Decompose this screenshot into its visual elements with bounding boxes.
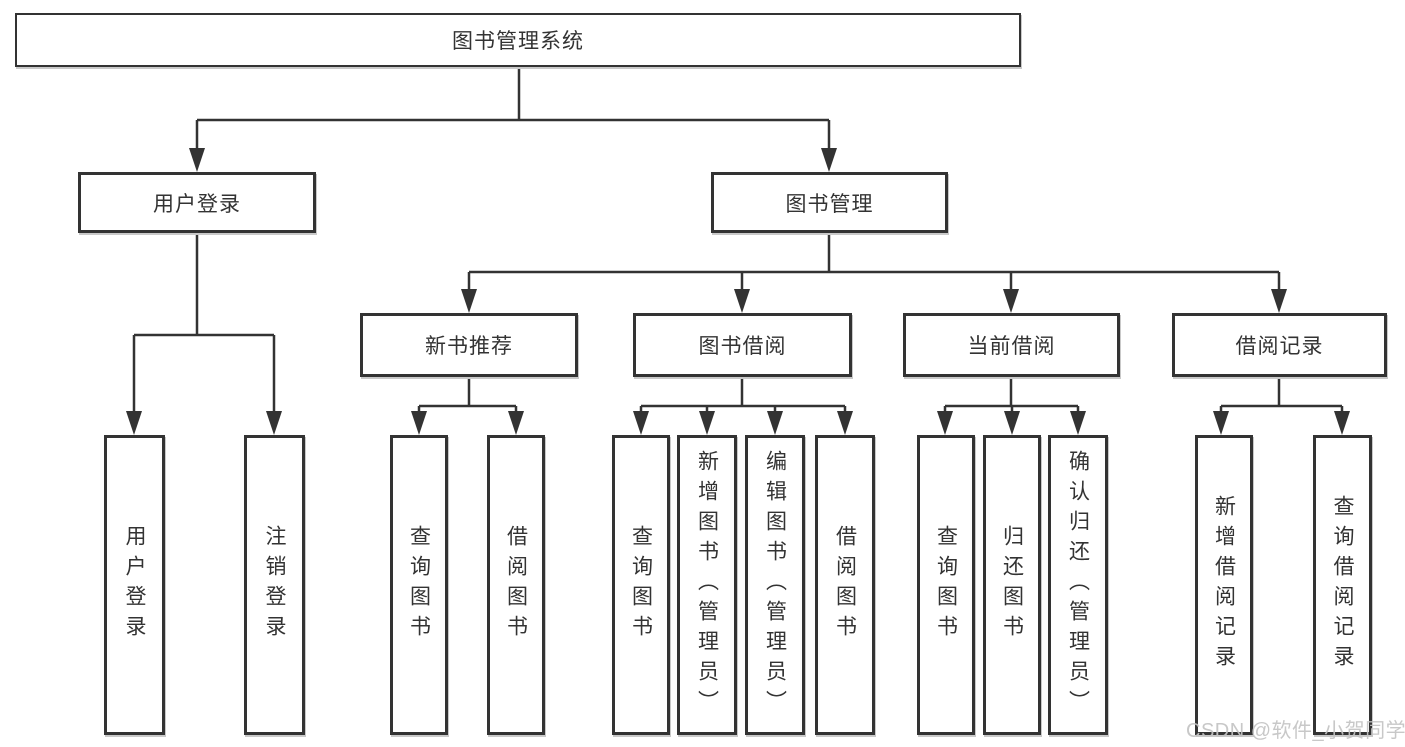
leaf-label: 新增借阅记录	[1212, 495, 1236, 675]
leaf-label: 确认归还（管理员）	[1066, 450, 1090, 720]
node-label: 新书推荐	[425, 335, 513, 358]
leaf-add-borrow-record: 新增借阅记录	[1195, 435, 1253, 735]
leaf-label: 查询图书	[934, 525, 958, 645]
node-current-borrow: 当前借阅	[903, 313, 1120, 377]
connector-borrow-records-children	[1213, 377, 1350, 435]
arrowhead-icon	[937, 411, 953, 435]
leaf-label: 借阅图书	[504, 525, 528, 645]
leaf-label: 归还图书	[1000, 525, 1024, 645]
node-label: 图书管理系统	[452, 30, 584, 53]
node-new-book-recommend: 新书推荐	[360, 313, 578, 377]
arrowhead-icon	[734, 289, 750, 313]
node-label: 图书借阅	[698, 335, 787, 358]
leaf-label: 用户登录	[123, 525, 146, 645]
leaf-label: 查询图书	[407, 525, 431, 645]
connector-current-borrow-children	[937, 377, 1086, 435]
node-user-login: 用户登录	[78, 172, 316, 233]
node-library-system: 图书管理系统	[15, 13, 1021, 67]
leaf-edit-book-admin: 编辑图书（管理员）	[745, 435, 805, 735]
leaf-label: 借阅图书	[833, 525, 857, 645]
arrowhead-icon	[189, 148, 205, 172]
arrowhead-icon	[1004, 411, 1020, 435]
node-label: 用户登录	[153, 192, 241, 216]
node-label: 图书管理	[785, 192, 874, 216]
connector-new-book-recommend-children	[411, 377, 524, 435]
leaf-user-login: 用户登录	[104, 435, 165, 735]
leaf-borrow-books: 借阅图书	[815, 435, 875, 735]
leaf-confirm-return-admin: 确认归还（管理员）	[1048, 435, 1108, 735]
arrowhead-icon	[126, 411, 142, 435]
arrowhead-icon	[508, 411, 524, 435]
leaf-add-book-admin: 新增图书（管理员）	[677, 435, 737, 735]
arrowhead-icon	[837, 411, 853, 435]
leaf-label: 新增图书（管理员）	[695, 450, 719, 720]
node-book-management: 图书管理	[711, 172, 948, 233]
leaf-query-books: 查询图书	[612, 435, 670, 735]
connector-book-management-children	[461, 233, 1287, 313]
watermark: CSDN @软件_小贺同学	[1186, 720, 1405, 742]
arrowhead-icon	[767, 411, 783, 435]
node-label: 借阅记录	[1235, 335, 1324, 358]
leaf-label: 查询图书	[629, 525, 653, 645]
arrowhead-icon	[1334, 411, 1350, 435]
leaf-logout: 注销登录	[244, 435, 305, 735]
leaf-query-books: 查询图书	[390, 435, 448, 735]
leaf-label: 编辑图书（管理员）	[763, 450, 787, 720]
leaf-label: 查询借阅记录	[1331, 495, 1354, 675]
arrowhead-icon	[461, 289, 477, 313]
arrowhead-icon	[411, 411, 427, 435]
arrowhead-icon	[1003, 289, 1019, 313]
arrowhead-icon	[266, 411, 282, 435]
leaf-borrow-books: 借阅图书	[487, 435, 545, 735]
connector-user-login-children	[126, 233, 282, 435]
connector-book-borrow-children	[633, 377, 853, 435]
arrowhead-icon	[1213, 411, 1229, 435]
leaf-label: 注销登录	[263, 525, 286, 645]
arrowhead-icon	[633, 411, 649, 435]
arrowhead-icon	[1070, 411, 1086, 435]
arrowhead-icon	[1271, 289, 1287, 313]
leaf-return-book: 归还图书	[983, 435, 1041, 735]
connector-root-to-level2	[189, 67, 837, 172]
leaf-query-borrow-record: 查询借阅记录	[1313, 435, 1372, 735]
node-borrow-records: 借阅记录	[1172, 313, 1387, 377]
leaf-query-books: 查询图书	[917, 435, 975, 735]
node-book-borrow: 图书借阅	[633, 313, 852, 377]
arrowhead-icon	[821, 148, 837, 172]
node-label: 当前借阅	[967, 335, 1056, 358]
arrowhead-icon	[699, 411, 715, 435]
